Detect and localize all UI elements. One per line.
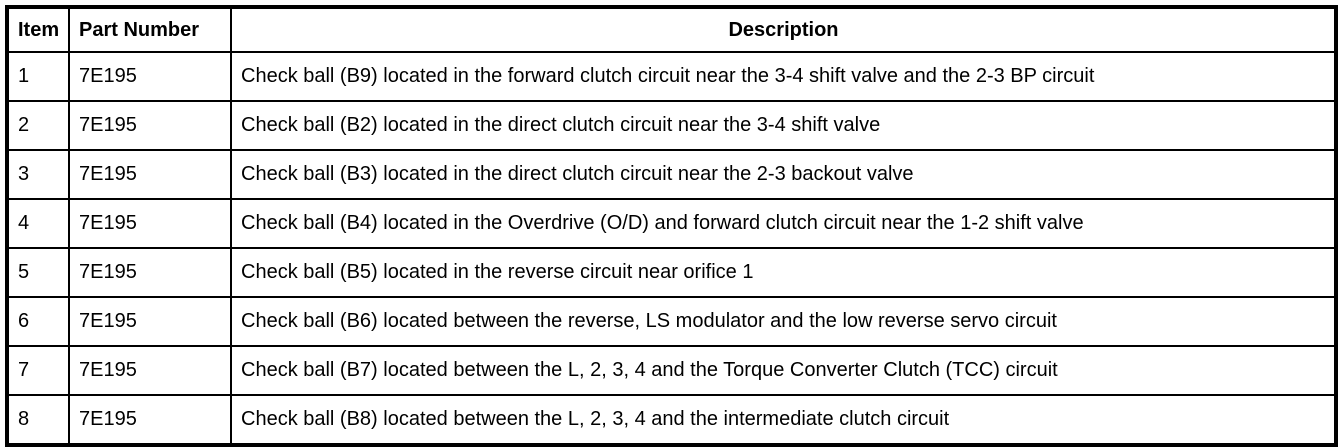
description-cell: Check ball (B9) located in the forward c…	[231, 52, 1336, 101]
description-cell: Check ball (B6) located between the reve…	[231, 297, 1336, 346]
item-cell: 2	[7, 101, 69, 150]
item-cell: 6	[7, 297, 69, 346]
part-number-cell: 7E195	[69, 248, 231, 297]
item-cell: 5	[7, 248, 69, 297]
part-number-cell: 7E195	[69, 395, 231, 445]
description-cell: Check ball (B7) located between the L, 2…	[231, 346, 1336, 395]
part-number-cell: 7E195	[69, 346, 231, 395]
header-row: Item Part Number Description	[7, 7, 1336, 52]
description-cell: Check ball (B8) located between the L, 2…	[231, 395, 1336, 445]
table-row: 5 7E195 Check ball (B5) located in the r…	[7, 248, 1336, 297]
description-cell: Check ball (B5) located in the reverse c…	[231, 248, 1336, 297]
column-header-item: Item	[7, 7, 69, 52]
part-number-cell: 7E195	[69, 150, 231, 199]
item-cell: 3	[7, 150, 69, 199]
table-row: 2 7E195 Check ball (B2) located in the d…	[7, 101, 1336, 150]
parts-table: Item Part Number Description 1 7E195 Che…	[5, 5, 1338, 447]
parts-table-body: 1 7E195 Check ball (B9) located in the f…	[7, 52, 1336, 445]
table-row: 6 7E195 Check ball (B6) located between …	[7, 297, 1336, 346]
description-cell: Check ball (B4) located in the Overdrive…	[231, 199, 1336, 248]
table-row: 8 7E195 Check ball (B8) located between …	[7, 395, 1336, 445]
item-cell: 4	[7, 199, 69, 248]
part-number-cell: 7E195	[69, 297, 231, 346]
part-number-cell: 7E195	[69, 101, 231, 150]
table-row: 3 7E195 Check ball (B3) located in the d…	[7, 150, 1336, 199]
column-header-description: Description	[231, 7, 1336, 52]
item-cell: 8	[7, 395, 69, 445]
description-cell: Check ball (B3) located in the direct cl…	[231, 150, 1336, 199]
parts-table-header: Item Part Number Description	[7, 7, 1336, 52]
item-cell: 1	[7, 52, 69, 101]
item-cell: 7	[7, 346, 69, 395]
part-number-cell: 7E195	[69, 52, 231, 101]
description-cell: Check ball (B2) located in the direct cl…	[231, 101, 1336, 150]
table-row: 4 7E195 Check ball (B4) located in the O…	[7, 199, 1336, 248]
table-row: 1 7E195 Check ball (B9) located in the f…	[7, 52, 1336, 101]
column-header-part-number: Part Number	[69, 7, 231, 52]
part-number-cell: 7E195	[69, 199, 231, 248]
table-row: 7 7E195 Check ball (B7) located between …	[7, 346, 1336, 395]
parts-table-container: Item Part Number Description 1 7E195 Che…	[5, 5, 1338, 438]
